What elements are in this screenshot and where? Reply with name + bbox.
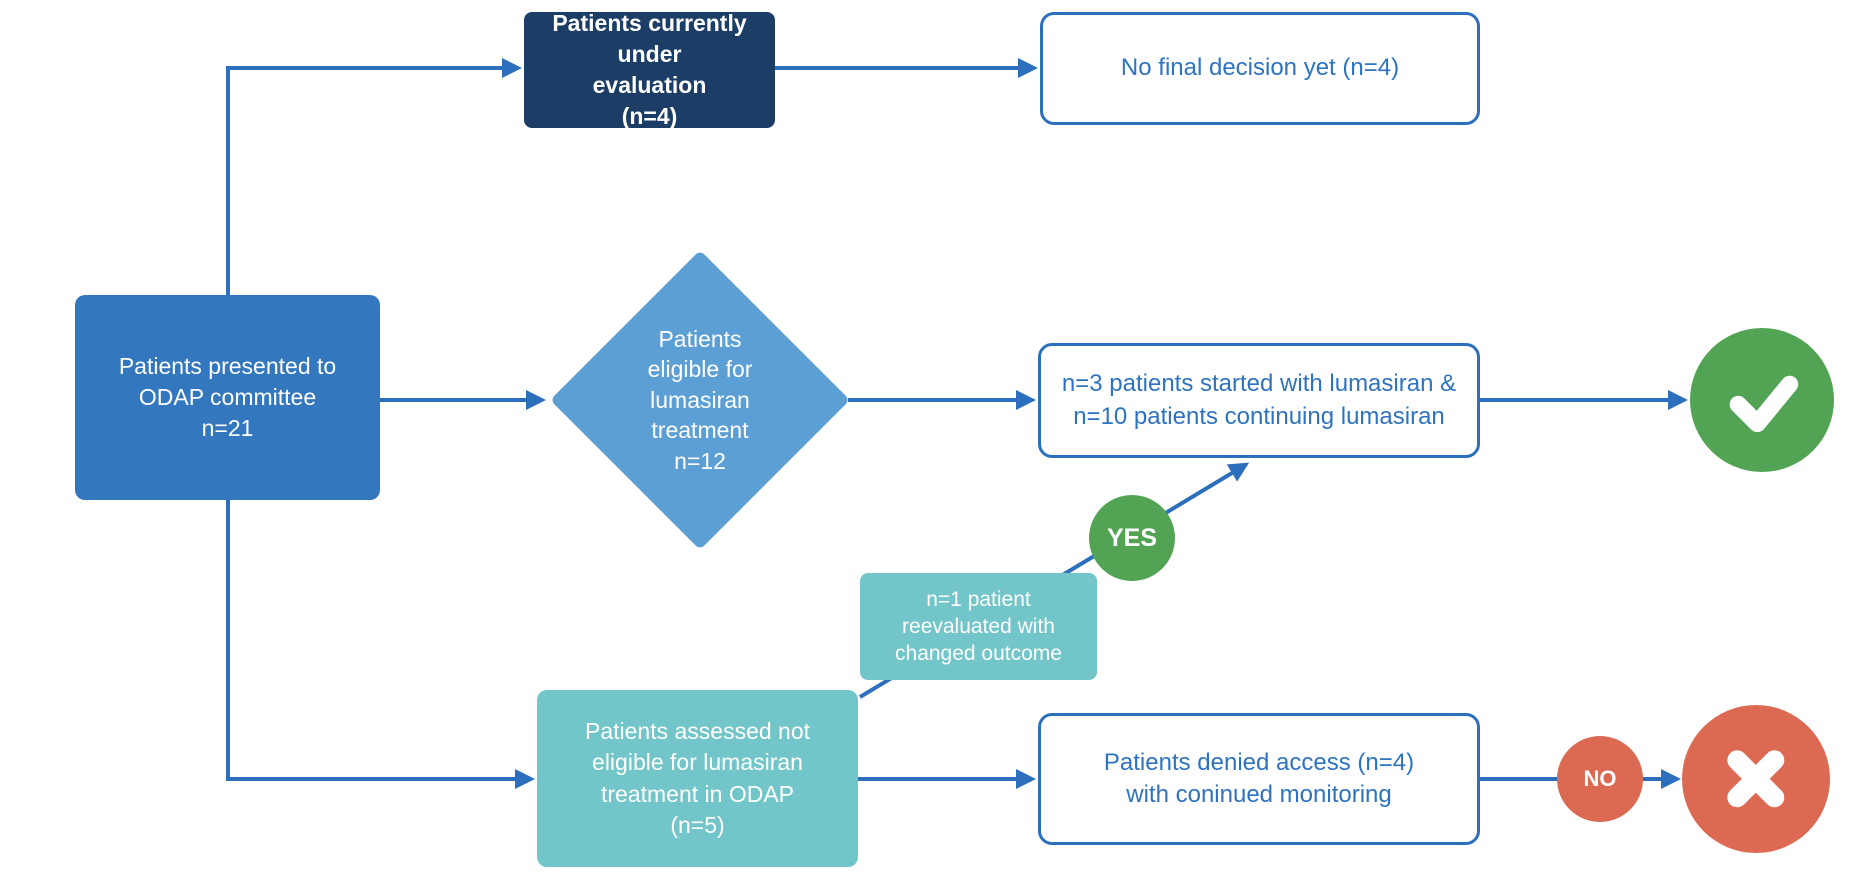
cross-icon	[1727, 750, 1785, 808]
denied-outcome	[1682, 705, 1830, 853]
node-no-final-decision: No final decision yet (n=4)	[1040, 12, 1480, 125]
arrow-presented-to-noteligible	[226, 500, 535, 789]
approved-outcome	[1690, 328, 1834, 472]
arrow-presented-to-evaluation	[226, 58, 522, 295]
node-reevaluated: n=1 patient reevaluated with changed out…	[860, 573, 1097, 680]
node-under-evaluation: Patients currently under evaluation (n=4…	[524, 10, 775, 129]
node-denied-access: Patients denied access (n=4) with coninu…	[1038, 713, 1480, 845]
node-not-eligible: Patients assessed not eligible for lumas…	[537, 690, 858, 867]
node-eligible-diamond: Patients eligible for lumasiran treatmen…	[647, 326, 753, 474]
node-started-continuing: n=3 patients started with lumasiran & n=…	[1038, 343, 1480, 458]
node-patients-presented: Patients presented to ODAP committee n=2…	[75, 295, 380, 500]
yes-badge: YES	[1089, 495, 1175, 581]
check-icon	[1729, 375, 1798, 432]
no-badge: NO	[1557, 736, 1643, 822]
